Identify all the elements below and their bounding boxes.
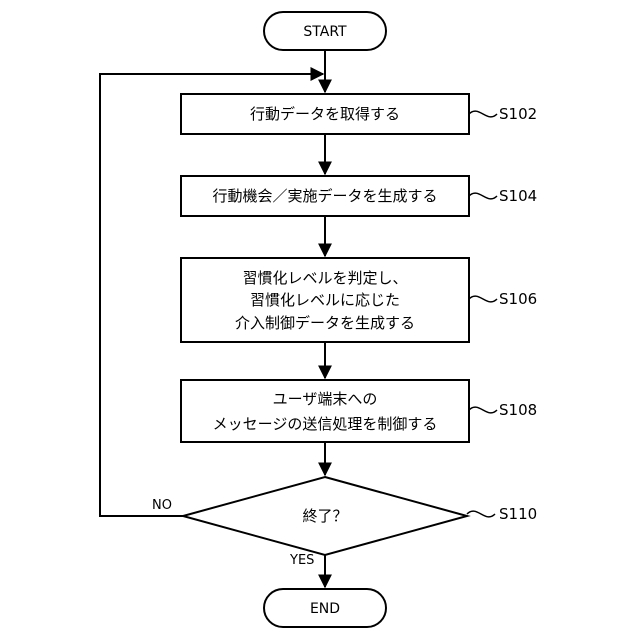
leader-s108 — [469, 407, 497, 413]
no-branch-label: NO — [152, 498, 172, 513]
leader-s110 — [467, 511, 495, 517]
end-label: END — [310, 601, 340, 617]
process-text-s106-line2: 習慣化レベルに応じた — [250, 291, 400, 309]
process-text-s108-line2: メッセージの送信処理を制御する — [213, 415, 438, 433]
process-text-s108-line1: ユーザ端末への — [273, 390, 378, 408]
leader-s102 — [469, 111, 497, 117]
step-id-s104: S104 — [499, 187, 537, 205]
process-text-s106-line3: 介入制御データを生成する — [235, 314, 415, 332]
yes-branch-label: YES — [289, 553, 314, 568]
process-text-s106-line1: 習慣化レベルを判定し、 — [242, 269, 407, 287]
process-text-s104: 行動機会／実施データを生成する — [212, 187, 437, 205]
step-id-s102: S102 — [499, 105, 537, 123]
decision-text-s110: 終了？ — [302, 507, 347, 525]
step-id-s110: S110 — [499, 505, 537, 523]
leader-s104 — [469, 193, 497, 199]
start-label: START — [303, 24, 347, 40]
step-id-s106: S106 — [499, 290, 537, 308]
leader-s106 — [469, 296, 497, 302]
step-id-s108: S108 — [499, 401, 537, 419]
process-text-s102: 行動データを取得する — [250, 105, 400, 123]
